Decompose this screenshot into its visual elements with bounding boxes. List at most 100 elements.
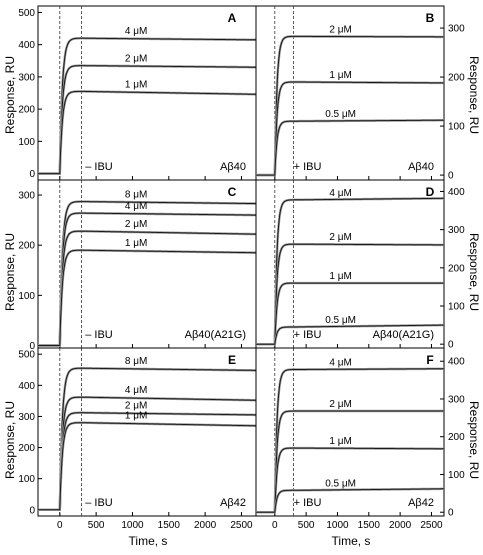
x-tick-label-e-0: 0 — [57, 520, 63, 531]
x-tick-label-f-2500: 2500 — [420, 520, 443, 531]
y-tick-label-c-100: 100 — [18, 291, 35, 302]
peptide-label-e: Aβ42 — [220, 497, 246, 509]
panel-letter-e: E — [228, 353, 236, 367]
peptide-label-d: Aβ40(A21G) — [373, 329, 434, 341]
concentration-label-e-2: 2 μM — [125, 401, 147, 412]
y-tick-label-b-0: 0 — [448, 171, 454, 182]
y-axis-label-mid-left: Response, RU — [3, 233, 17, 311]
peptide-label-b: Aβ40 — [408, 161, 434, 173]
y-axis-label-top-left: Response, RU — [3, 56, 17, 134]
concentration-label-f-0: 4 μM — [329, 358, 351, 369]
y-tick-label-a-500: 500 — [18, 8, 35, 19]
y-tick-label-a-100: 100 — [18, 137, 35, 148]
fit-curve-b-0 — [256, 35, 444, 176]
concentration-label-a-0: 4 μM — [125, 26, 147, 37]
y-tick-label-a-0: 0 — [29, 169, 35, 180]
x-tick-label-f-1500: 1500 — [358, 520, 381, 531]
condition-label-e: – IBU — [85, 497, 113, 509]
fit-curve-f-3 — [256, 488, 444, 513]
x-tick-label-e-2500: 2500 — [230, 520, 253, 531]
y-tick-label-e-100: 100 — [18, 474, 35, 485]
y-axis-label-mid-right: Response, RU — [467, 233, 481, 311]
x-tick-label-f-1000: 1000 — [326, 520, 349, 531]
y-tick-label-f-300: 300 — [448, 394, 465, 405]
y-tick-label-b-200: 200 — [448, 73, 465, 84]
y-tick-label-a-400: 400 — [18, 40, 35, 51]
y-tick-label-d-300: 300 — [448, 225, 465, 236]
panel-letter-f: F — [426, 353, 433, 367]
x-tick-label-e-500: 500 — [88, 520, 105, 531]
y-tick-label-b-100: 100 — [448, 122, 465, 133]
y-tick-label-c-200: 200 — [18, 241, 35, 252]
concentration-label-d-1: 2 μM — [329, 232, 351, 243]
concentration-label-b-1: 1 μM — [329, 70, 351, 81]
peptide-label-f: Aβ42 — [408, 497, 434, 509]
panel-frame-f — [255, 347, 445, 517]
concentration-label-a-2: 1 μM — [125, 79, 147, 90]
x-axis-label-right: Time, s — [332, 534, 371, 548]
x-tick-label-e-2000: 2000 — [194, 520, 217, 531]
fit-curve-d-1 — [256, 243, 444, 345]
y-axis-label-top-right: Response, RU — [467, 56, 481, 134]
x-tick-label-f-500: 500 — [298, 520, 315, 531]
fit-curve-c-3 — [38, 249, 256, 346]
y-tick-label-e-300: 300 — [18, 412, 35, 423]
y-tick-label-b-300: 300 — [448, 24, 465, 35]
y-tick-label-e-400: 400 — [18, 381, 35, 392]
y-axis-label-bottom-left: Response, RU — [3, 401, 17, 479]
y-tick-label-e-200: 200 — [18, 443, 35, 454]
fit-curve-d-3 — [256, 324, 444, 345]
y-tick-label-a-300: 300 — [18, 72, 35, 83]
concentration-label-d-0: 4 μM — [329, 188, 351, 199]
fit-curve-f-1 — [256, 410, 444, 513]
fit-curve-c-2 — [38, 230, 257, 346]
concentration-label-c-0: 8 μM — [125, 190, 147, 201]
y-tick-label-e-500: 500 — [18, 350, 35, 361]
fit-curve-b-2 — [256, 119, 444, 176]
concentration-label-f-3: 0.5 μM — [325, 478, 356, 489]
condition-label-b: + IBU — [294, 161, 322, 173]
fit-curve-f-0 — [256, 368, 444, 513]
concentration-label-a-1: 2 μM — [125, 54, 147, 65]
data-trace-b-0 — [256, 35, 444, 177]
peptide-label-c: Aβ40(A21G) — [185, 329, 246, 341]
fit-curve-b-1 — [256, 81, 445, 176]
y-tick-label-a-200: 200 — [18, 105, 35, 116]
fit-curve-c-1 — [38, 212, 256, 346]
fit-curve-f-2 — [256, 447, 444, 513]
condition-label-a: – IBU — [85, 161, 113, 173]
concentration-label-c-3: 1 μM — [125, 238, 147, 249]
panel-frame-e — [37, 347, 257, 517]
concentration-label-c-1: 4 μM — [125, 201, 147, 212]
y-tick-label-e-0: 0 — [29, 505, 35, 516]
concentration-label-e-1: 4 μM — [125, 385, 147, 396]
concentration-label-b-2: 0.5 μM — [325, 109, 356, 120]
x-tick-label-e-1500: 1500 — [158, 520, 181, 531]
panel-letter-b: B — [426, 11, 435, 25]
fit-curve-e-0 — [38, 367, 256, 511]
concentration-label-f-1: 2 μM — [329, 399, 351, 410]
condition-label-f: + IBU — [294, 497, 322, 509]
y-tick-label-d-0: 0 — [448, 340, 454, 351]
y-tick-label-f-400: 400 — [448, 357, 465, 368]
data-trace-e-2 — [38, 411, 256, 511]
y-tick-label-f-200: 200 — [448, 432, 465, 443]
fit-curve-e-1 — [38, 396, 256, 511]
fit-curve-c-0 — [38, 201, 256, 346]
fit-curve-e-3 — [38, 422, 256, 511]
fit-curve-e-2 — [38, 412, 256, 511]
peptide-label-a: Aβ40 — [220, 161, 246, 173]
x-tick-label-f-0: 0 — [272, 520, 278, 531]
panel-letter-c: C — [228, 185, 237, 199]
concentration-label-d-2: 1 μM — [329, 271, 351, 282]
fit-curve-d-2 — [256, 282, 444, 345]
y-tick-label-d-200: 200 — [448, 263, 465, 274]
fit-curve-a-1 — [38, 65, 256, 175]
concentration-label-e-0: 8 μM — [125, 356, 147, 367]
